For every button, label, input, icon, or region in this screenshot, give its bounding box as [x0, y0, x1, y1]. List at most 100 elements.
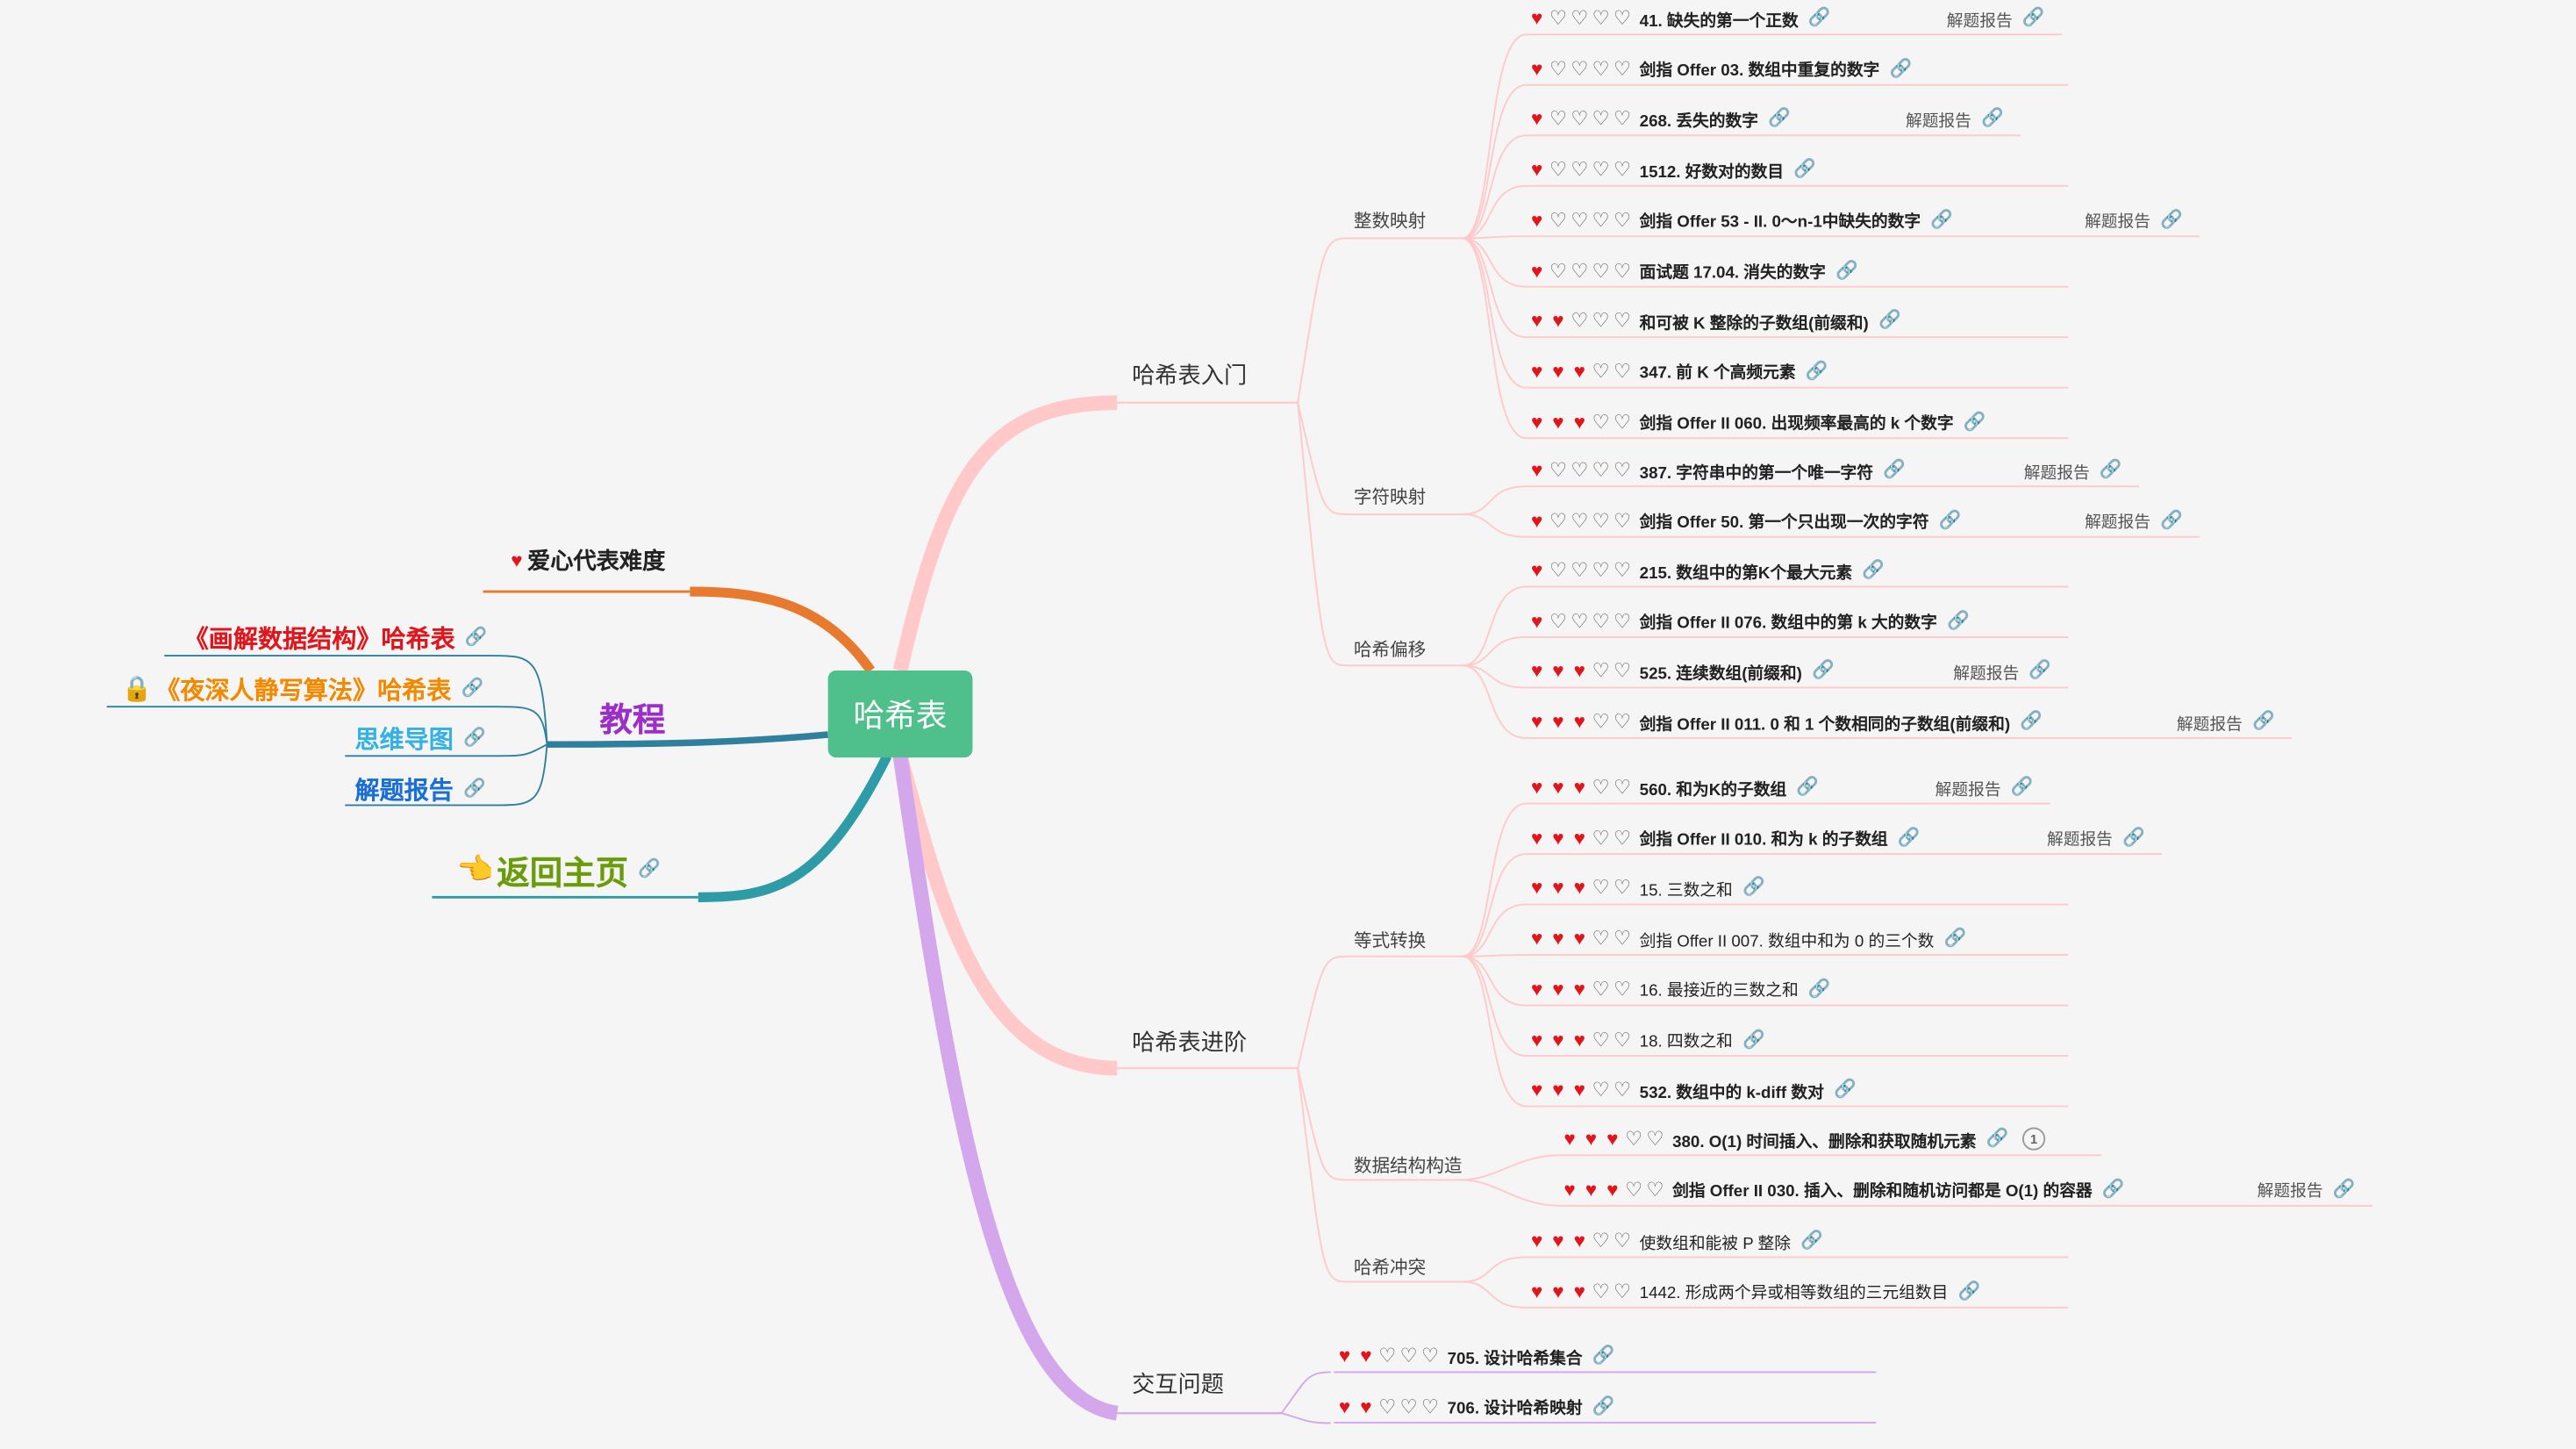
- sub-hash-offset[interactable]: 哈希偏移: [1353, 641, 1427, 661]
- link-icon[interactable]: 🔗: [1986, 1129, 2009, 1149]
- difficulty-hearts: ♥♥♥♡♡: [1526, 828, 1633, 847]
- problem-item[interactable]: ♥♡♡♡♡剑指 Offer 53 - II. 0～n-1中缺失的数字🔗: [1526, 208, 1953, 232]
- link-icon[interactable]: 🔗: [1812, 661, 1835, 681]
- link-icon[interactable]: 🔗: [1878, 311, 1901, 331]
- report-link[interactable]: 解题报告🔗: [2258, 1178, 2356, 1202]
- link-icon[interactable]: 🔗: [2020, 711, 2043, 732]
- link-icon[interactable]: 🔗: [1742, 1029, 1765, 1050]
- problem-item[interactable]: ♥♥♥♡♡1442. 形成两个异或相等数组的三元组数目🔗: [1526, 1280, 1981, 1303]
- problem-item[interactable]: ♥♥♡♡♡和可被 K 整除的子数组(前缀和)🔗: [1526, 309, 1901, 333]
- root-node[interactable]: 哈希表: [827, 670, 973, 758]
- report-link[interactable]: 解题报告🔗: [2085, 208, 2183, 232]
- problem-item[interactable]: ♥♡♡♡♡剑指 Offer II 076. 数组中的第 k 大的数字🔗: [1526, 609, 1970, 633]
- link-icon[interactable]: 🔗: [1938, 510, 1962, 531]
- link-icon[interactable]: 🔗: [1943, 929, 1967, 949]
- link-icon[interactable]: 🔗: [1800, 1230, 1823, 1251]
- link-icon[interactable]: 🔗: [2160, 510, 2183, 531]
- link-icon[interactable]: 🔗: [1862, 560, 1885, 580]
- link-icon[interactable]: 🔗: [2122, 828, 2145, 848]
- problem-item[interactable]: ♥♡♡♡♡41. 缺失的第一个正数🔗: [1526, 6, 1831, 30]
- link-icon[interactable]: 🔗: [2021, 8, 2045, 28]
- branch-hash-intro[interactable]: 哈希表入门: [1132, 361, 1248, 388]
- problem-item[interactable]: ♥♥♥♡♡15. 三数之和🔗: [1526, 877, 1765, 900]
- sub-char-mapping[interactable]: 字符映射: [1353, 488, 1427, 508]
- link-icon[interactable]: 🔗: [1947, 610, 1970, 631]
- tutorial-link-4[interactable]: 解题报告 🔗: [354, 772, 486, 805]
- link-icon[interactable]: 🔗: [1963, 412, 1986, 432]
- problem-item[interactable]: ♥♥♥♡♡剑指 Offer II 011. 0 和 1 个数相同的子数组(前缀和…: [1526, 710, 2043, 734]
- link-icon[interactable]: 🔗: [1957, 1280, 1981, 1302]
- link-icon[interactable]: 🔗: [1835, 260, 1858, 281]
- report-link[interactable]: 解题报告🔗: [2177, 710, 2275, 734]
- link-icon[interactable]: 🔗: [463, 728, 486, 748]
- problem-item[interactable]: ♥♥♥♡♡剑指 Offer II 060. 出现频率最高的 k 个数字🔗: [1526, 410, 1986, 434]
- problem-item[interactable]: ♥♡♡♡♡1512. 好数对的数目🔗: [1526, 158, 1816, 182]
- problem-item[interactable]: ♥♡♡♡♡387. 字符串中的第一个唯一字符🔗: [1526, 458, 1906, 482]
- link-icon[interactable]: 🔗: [1883, 460, 1906, 480]
- link-icon[interactable]: 🔗: [464, 628, 488, 648]
- problem-item[interactable]: ♥♡♡♡♡剑指 Offer 50. 第一个只出现一次的字符🔗: [1526, 509, 1962, 533]
- link-icon[interactable]: 🔗: [1807, 8, 1831, 28]
- link-icon[interactable]: 🔗: [1742, 878, 1765, 899]
- link-icon[interactable]: 🔗: [1930, 210, 1953, 230]
- link-icon[interactable]: 🔗: [2010, 777, 2034, 798]
- link-icon[interactable]: 🔗: [2332, 1179, 2356, 1200]
- tutorial-link-3[interactable]: 思维导图 🔗: [354, 721, 486, 754]
- link-icon[interactable]: 🔗: [463, 778, 486, 799]
- report-link[interactable]: 解题报告🔗: [1947, 6, 2045, 30]
- problem-item[interactable]: ♥♥♥♡♡剑指 Offer II 007. 数组中和为 0 的三个数🔗: [1526, 927, 1967, 950]
- link-icon[interactable]: 🔗: [1796, 777, 1820, 798]
- problem-item[interactable]: ♥♥♡♡♡705. 设计哈希集合🔗: [1334, 1345, 1615, 1367]
- report-link[interactable]: 解题报告🔗: [1953, 660, 2052, 683]
- link-icon[interactable]: 🔗: [1768, 109, 1791, 129]
- problem-item[interactable]: ♥♥♡♡♡706. 设计哈希映射🔗: [1334, 1395, 1615, 1418]
- branch-hash-advanced[interactable]: 哈希表进阶: [1132, 1029, 1248, 1056]
- link-icon[interactable]: 🔗: [1592, 1345, 1615, 1366]
- problem-item[interactable]: ♥♥♥♡♡532. 数组中的 k-diff 数对🔗: [1526, 1079, 1857, 1102]
- report-link[interactable]: 解题报告🔗: [2085, 509, 2183, 533]
- problem-item[interactable]: ♥♥♥♡♡560. 和为K的子数组🔗: [1526, 776, 1820, 800]
- sub-hash-collision[interactable]: 哈希冲突: [1353, 1259, 1427, 1279]
- link-icon[interactable]: 🔗: [1889, 58, 1913, 79]
- sub-data-structure[interactable]: 数据结构构造: [1353, 1157, 1463, 1177]
- back-home-link[interactable]: 👈 返回主页 🔗: [457, 848, 661, 892]
- branch-interaction[interactable]: 交互问题: [1132, 1370, 1224, 1397]
- problem-item[interactable]: ♥♥♥♡♡使数组和能被 P 整除🔗: [1526, 1230, 1823, 1252]
- report-link[interactable]: 解题报告🔗: [1906, 107, 2004, 131]
- problem-item[interactable]: ♥♥♥♡♡18. 四数之和🔗: [1526, 1028, 1765, 1051]
- count-badge[interactable]: 1: [2021, 1127, 2046, 1151]
- problem-item[interactable]: ♥♥♥♡♡剑指 Offer II 030. 插入、删除和随机访问都是 O(1) …: [1559, 1178, 2125, 1202]
- link-icon[interactable]: 🔗: [461, 678, 484, 699]
- problem-item[interactable]: ♥♡♡♡♡215. 数组中的第K个最大元素🔗: [1526, 559, 1885, 582]
- problem-item[interactable]: ♥♥♥♡♡347. 前 K 个高频元素🔗: [1526, 360, 1828, 384]
- report-link[interactable]: 解题报告🔗: [2024, 458, 2122, 482]
- link-icon[interactable]: 🔗: [1592, 1395, 1615, 1417]
- sub-integer-mapping[interactable]: 整数映射: [1353, 212, 1427, 233]
- report-link[interactable]: 解题报告🔗: [1936, 776, 2034, 800]
- link-icon[interactable]: 🔗: [2029, 661, 2052, 681]
- link-icon[interactable]: 🔗: [2252, 711, 2275, 732]
- link-icon[interactable]: 🔗: [1834, 1080, 1857, 1100]
- problem-item[interactable]: ♥♡♡♡♡268. 丢失的数字🔗: [1526, 107, 1791, 131]
- problem-item[interactable]: ♥♡♡♡♡剑指 Offer 03. 数组中重复的数字🔗: [1526, 57, 1913, 81]
- link-icon[interactable]: 🔗: [2099, 460, 2122, 480]
- sub-equation-transform[interactable]: 等式转换: [1353, 931, 1427, 952]
- problem-item[interactable]: ♥♥♥♡♡16. 最接近的三数之和🔗: [1526, 978, 1831, 1001]
- problem-item[interactable]: ♥♥♥♡♡380. O(1) 时间插入、删除和获取随机元素🔗1: [1559, 1127, 2046, 1151]
- tutorial-link-2[interactable]: 🔒 《夜深人静写算法》哈希表 🔗: [122, 672, 484, 705]
- link-icon[interactable]: 🔗: [1897, 828, 1921, 848]
- tutorial-link-1[interactable]: 《画解数据结构》哈希表 🔗: [184, 621, 488, 654]
- link-icon[interactable]: 🔗: [1793, 159, 1816, 180]
- link-icon[interactable]: 🔗: [638, 859, 661, 879]
- link-icon[interactable]: 🔗: [1981, 109, 2004, 129]
- link-icon[interactable]: 🔗: [1805, 361, 1828, 382]
- link-icon[interactable]: 🔗: [1807, 979, 1831, 1000]
- problem-item[interactable]: ♥♥♥♡♡剑指 Offer II 010. 和为 k 的子数组🔗: [1526, 826, 1921, 850]
- problem-item[interactable]: ♥♡♡♡♡面试题 17.04. 消失的数字🔗: [1526, 259, 1858, 283]
- link-icon[interactable]: 🔗: [2160, 210, 2183, 230]
- report-link[interactable]: 解题报告🔗: [2047, 826, 2145, 850]
- heart-empty-icon: ♡: [1571, 107, 1589, 131]
- heart-empty-icon: ♡: [1549, 208, 1568, 232]
- link-icon[interactable]: 🔗: [2101, 1179, 2125, 1200]
- problem-item[interactable]: ♥♥♥♡♡525. 连续数组(前缀和)🔗: [1526, 660, 1835, 683]
